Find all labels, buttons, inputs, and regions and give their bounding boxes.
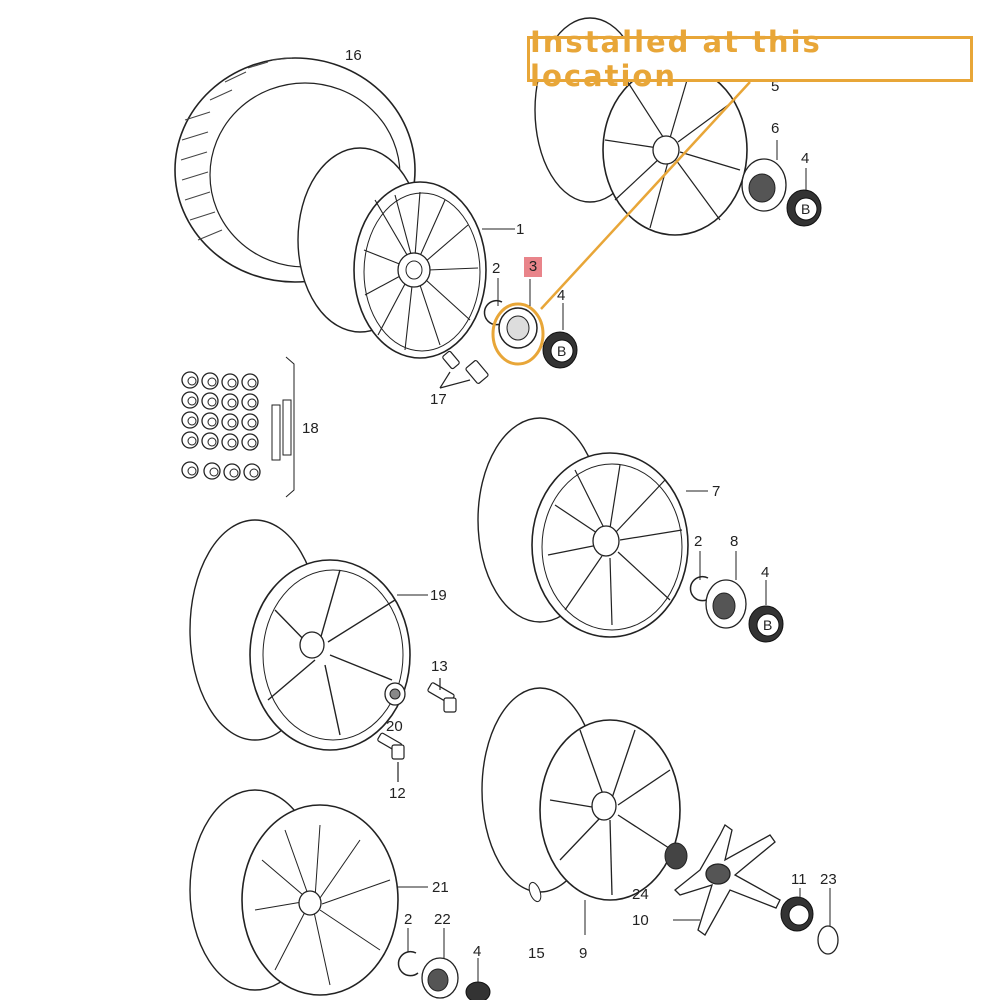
part-label-1: 1 [516, 221, 524, 238]
hub-ring-3 [498, 307, 538, 349]
sticker-15 [528, 881, 542, 903]
part-label-12: 12 [389, 785, 406, 802]
rim-1 [297, 147, 487, 359]
part-label-7: 7 [712, 483, 720, 500]
part-label-23: 23 [820, 871, 837, 888]
part-label-15: 15 [528, 945, 545, 962]
part-label-22: 22 [434, 911, 451, 928]
part-label-2c: 2 [404, 911, 412, 928]
part-label-5: 5 [771, 78, 779, 95]
part-label-18: 18 [302, 420, 319, 437]
part-label-3-highlighted: 3 [524, 257, 542, 277]
part-label-9: 9 [579, 945, 587, 962]
installed-location-callout: Installed at this location [527, 25, 973, 93]
part-label-24: 24 [632, 886, 649, 903]
part-label-13: 13 [431, 658, 448, 675]
bolt-12 [377, 732, 405, 782]
part-label-21: 21 [432, 879, 449, 896]
wheel-9 [481, 687, 681, 901]
part-label-19: 19 [430, 587, 447, 604]
part-label-8: 8 [730, 533, 738, 550]
part-label-2b: 2 [694, 533, 702, 550]
part-label-17: 17 [430, 391, 447, 408]
part-label-4b: 4 [801, 150, 809, 167]
bolt-13 [427, 678, 457, 713]
cap-11 [780, 896, 814, 932]
part-label-4: 4 [557, 287, 565, 304]
valve-17 [439, 350, 489, 389]
cross-brace-10 [674, 824, 781, 936]
part-label-20: 20 [386, 718, 403, 735]
callout-pointer [540, 81, 751, 310]
centre-disc-6 [741, 158, 787, 212]
wheel-21 [189, 789, 399, 996]
part-label-4d: 4 [473, 943, 481, 960]
part-label-4c: 4 [761, 564, 769, 581]
adapter-24 [664, 842, 688, 870]
part-label-10: 10 [632, 912, 649, 929]
part-label-16: 16 [345, 47, 362, 64]
wheel-19 [189, 519, 411, 751]
wheel-nuts-18 [181, 356, 295, 498]
wheel-7 [477, 417, 689, 638]
highlight-circle [491, 302, 545, 366]
part-label-11: 11 [791, 871, 807, 888]
washer-20 [384, 682, 406, 706]
o-ring-23 [817, 925, 839, 955]
centre-disc-22 [421, 957, 459, 999]
part-label-6: 6 [771, 120, 779, 137]
centre-disc-8 [705, 579, 747, 629]
part-label-2: 2 [492, 260, 500, 277]
